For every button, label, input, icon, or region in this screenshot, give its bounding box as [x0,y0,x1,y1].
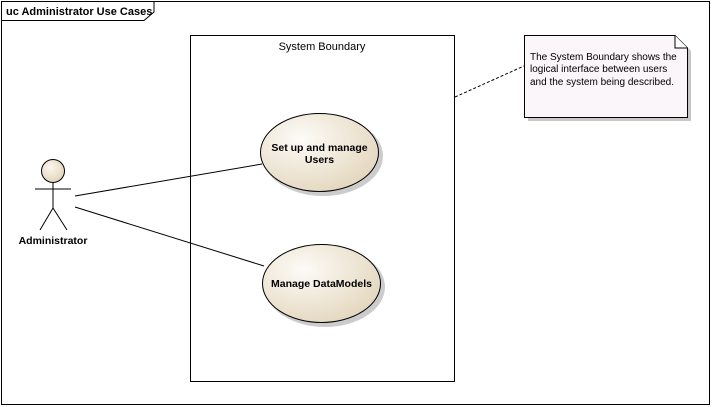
system-boundary [190,35,455,382]
association-line-users [74,163,263,197]
use-case-datamodels-label: Manage DataModels [271,278,372,290]
note-text-line-2: logical interface between users [530,64,667,75]
actor-right-leg [52,207,68,231]
use-case-users-label-line-1: Set up and manage [271,142,367,154]
frame-label-tab [1,1,155,21]
actor-administrator[interactable] [35,159,71,231]
association-line-datamodels [74,206,265,267]
frame-label: uc Administrator Use Cases [6,6,152,18]
note-box [524,35,688,118]
actor-left-leg [39,207,54,231]
note-anchor-line [454,65,525,98]
system-boundary-label: System Boundary [279,41,366,53]
use-case-users-label-line-2: Users [305,154,334,166]
use-case-datamodels[interactable] [262,244,381,323]
note-text-line-3: and the system being described. [530,77,674,88]
note-fold [674,35,688,49]
actor-name: Administrator [19,235,88,247]
note-text-line-1: The System Boundary shows the [530,52,677,63]
use-case-users[interactable] [260,113,379,192]
actor-head [41,159,65,183]
